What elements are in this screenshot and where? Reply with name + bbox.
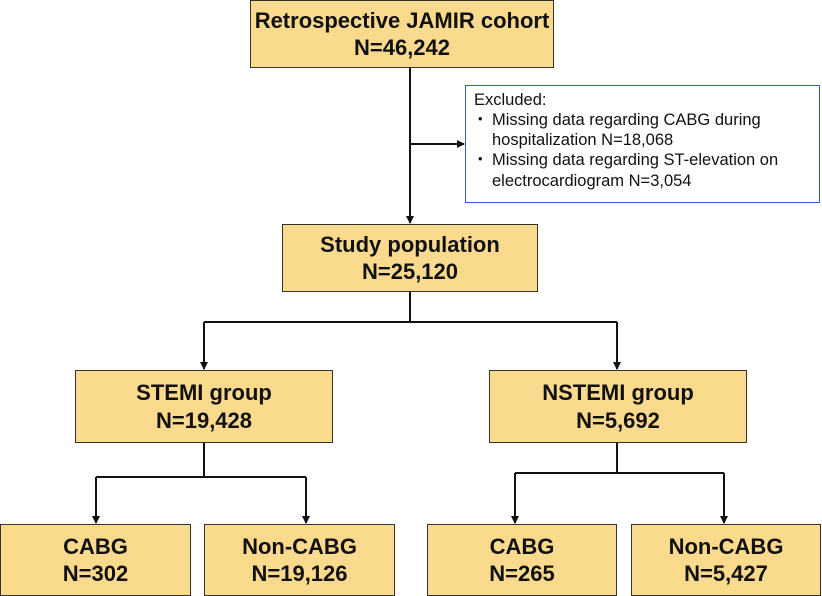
stemi-cabg-n: N=302 (62, 561, 129, 586)
stemi-noncabg-n: N=19,126 (251, 561, 348, 586)
nstemi-cabg-box: CABG N=265 (427, 524, 617, 596)
study-n: N=25,120 (361, 259, 459, 284)
nstemi-title: NSTEMI group (542, 380, 694, 405)
stemi-box: STEMI group N=19,428 (75, 370, 333, 443)
nstemi-n: N=5,692 (576, 407, 660, 433)
cohort-box: Retrospective JAMIR cohort N=46,242 (250, 0, 554, 68)
nstemi-noncabg-title: Non-CABG (668, 533, 784, 559)
excluded-title: Excluded: (474, 91, 547, 109)
study-population-box: Study population N=25,120 (282, 224, 538, 292)
stemi-cabg-title: CABG (63, 533, 128, 559)
stemi-noncabg-box: Non-CABG N=19,126 (204, 524, 395, 596)
stemi-n: N=19,428 (155, 407, 253, 433)
excluded-box: Excluded: Missing data regarding CABG du… (465, 85, 820, 203)
study-title: Study population (320, 231, 500, 257)
excluded-item: Missing data regarding ST-elevation on e… (472, 150, 811, 190)
stemi-noncabg-title: Non-CABG (242, 533, 357, 559)
excluded-item: Missing data regarding CABG during hospi… (472, 110, 811, 150)
nstemi-noncabg-n: N=5,427 (684, 561, 768, 586)
stemi-cabg-box: CABG N=302 (0, 524, 191, 596)
cohort-n: N=46,242 (353, 35, 451, 60)
stemi-title: STEMI group (136, 380, 272, 405)
cohort-title: Retrospective JAMIR cohort (254, 7, 550, 33)
nstemi-cabg-n: N=265 (489, 561, 555, 586)
nstemi-noncabg-box: Non-CABG N=5,427 (631, 524, 821, 596)
nstemi-box: NSTEMI group N=5,692 (489, 370, 747, 443)
nstemi-cabg-title: CABG (489, 533, 555, 559)
